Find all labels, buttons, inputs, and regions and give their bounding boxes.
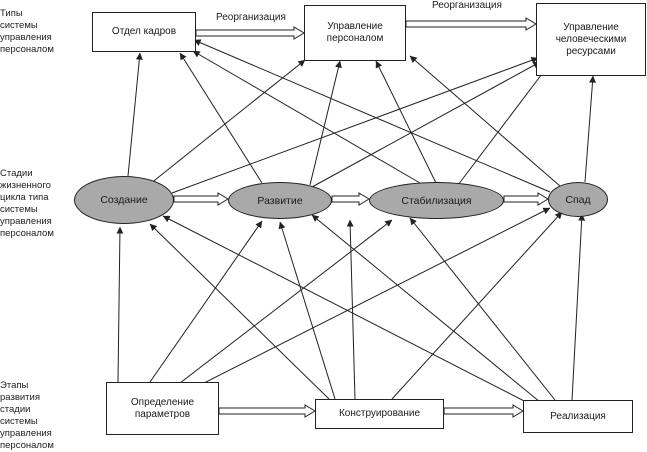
- side-label-line: жизненного: [0, 180, 51, 191]
- box-label-line: Определение: [130, 396, 195, 408]
- side-label-line: персоналом: [0, 44, 54, 55]
- phase-implementation-box: Реализация: [523, 400, 633, 433]
- reorg-arrow-2: [405, 17, 537, 31]
- stage-label: Развитие: [257, 194, 303, 207]
- box-label-line: ресурсами: [566, 45, 616, 57]
- phase-parameters-box: Определение параметров: [106, 382, 219, 435]
- arrow-parameters-to-decline: [199, 207, 551, 386]
- connector-layer: [116, 17, 596, 418]
- side-label-line: системы: [0, 204, 38, 215]
- arrow-design-to-stabilization: [346, 219, 356, 400]
- box-label: Конструирование: [338, 408, 421, 419]
- phase-design-box: Конструирование: [315, 399, 444, 429]
- stage-label: Создание: [100, 194, 148, 206]
- box-label: Реализация: [550, 410, 606, 422]
- side-label-line: Этапы развития: [0, 380, 40, 403]
- stage-arrow-1: [173, 192, 229, 206]
- arrow-parameters-to-development: [149, 220, 263, 383]
- arrow-creation-to-hr: [127, 52, 143, 177]
- reorg-arrow-1: [195, 26, 305, 40]
- arrow-design-to-creation: [149, 223, 331, 401]
- stage-arrow-2: [331, 192, 370, 206]
- arrow-implementation-to-decline: [571, 213, 586, 401]
- arrow-design-to-development: [278, 221, 336, 400]
- stage-decline: Спад: [548, 182, 608, 217]
- arrow-development-to-hr: [179, 52, 263, 184]
- arrow-stabilization-to-hr: [192, 50, 421, 184]
- hr-department-box: Отдел кадров: [92, 12, 196, 52]
- box-label-group: Управление человеческими ресурсами: [556, 22, 627, 58]
- box-label-line: параметров: [134, 408, 191, 420]
- side-label-line: управления: [0, 32, 52, 43]
- side-label-types: Типы системы управления персоналом: [0, 8, 60, 56]
- stage-arrow-3: [503, 192, 549, 206]
- box-label-line: Управление: [563, 21, 619, 33]
- side-label-line: персоналом: [0, 228, 54, 239]
- box-label-line: Управление: [327, 21, 383, 32]
- stage-development: Развитие: [228, 182, 332, 219]
- arrow-implementation-to-stabilization: [409, 217, 556, 401]
- box-label: Отдел кадров: [111, 26, 177, 37]
- phase-arrow-2: [443, 404, 524, 418]
- phase-arrow-1: [218, 404, 316, 418]
- side-label-line: цикла типа: [0, 192, 49, 203]
- reorganization-label-1: Реорганизация: [216, 12, 286, 23]
- arrow-parameters-to-creation: [116, 226, 124, 383]
- human-resources-management-box: Управление человеческими ресурсами: [536, 3, 646, 76]
- arrow-design-to-decline: [391, 211, 563, 400]
- arrow-stabilization-to-hrm: [457, 65, 549, 186]
- side-label-line: Типы системы: [0, 8, 38, 31]
- arrow-stabilization-to-pm: [375, 60, 437, 184]
- arrow-development-to-hrm: [311, 61, 541, 188]
- side-label-line: стадии системы: [0, 404, 38, 427]
- arrow-decline-to-hrm: [584, 75, 596, 183]
- arrow-implementation-to-development: [311, 214, 541, 403]
- box-label-line: человеческими: [555, 33, 627, 45]
- arrow-creation-to-pm: [149, 59, 306, 185]
- arrow-implementation-to-creation: [162, 215, 531, 405]
- stage-label: Стабилизация: [401, 194, 472, 207]
- box-label-group: Определение параметров: [131, 397, 194, 421]
- side-label-line: Стадии: [0, 168, 33, 179]
- side-label-stages: Стадии жизненного цикла типа системы упр…: [0, 168, 60, 240]
- reorganization-label-2: Реорганизация: [432, 0, 502, 11]
- side-label-line: управления: [0, 428, 52, 439]
- arrow-decline-to-pm: [409, 55, 561, 187]
- side-label-line: персоналом: [0, 440, 54, 451]
- arrow-creation-to-hrm: [171, 57, 539, 194]
- stage-creation: Создание: [74, 176, 174, 224]
- side-label-line: управления: [0, 216, 52, 227]
- personnel-management-box: Управление персоналом: [304, 5, 406, 61]
- box-label-line: персоналом: [326, 33, 384, 44]
- arrow-parameters-to-stabilization: [179, 219, 393, 384]
- box-label-group: Управление персоналом: [327, 21, 384, 45]
- stage-label: Спад: [565, 193, 591, 206]
- arrow-decline-to-hr: [193, 39, 551, 193]
- stage-stabilization: Стабилизация: [369, 182, 504, 219]
- arrow-development-to-pm: [309, 60, 342, 186]
